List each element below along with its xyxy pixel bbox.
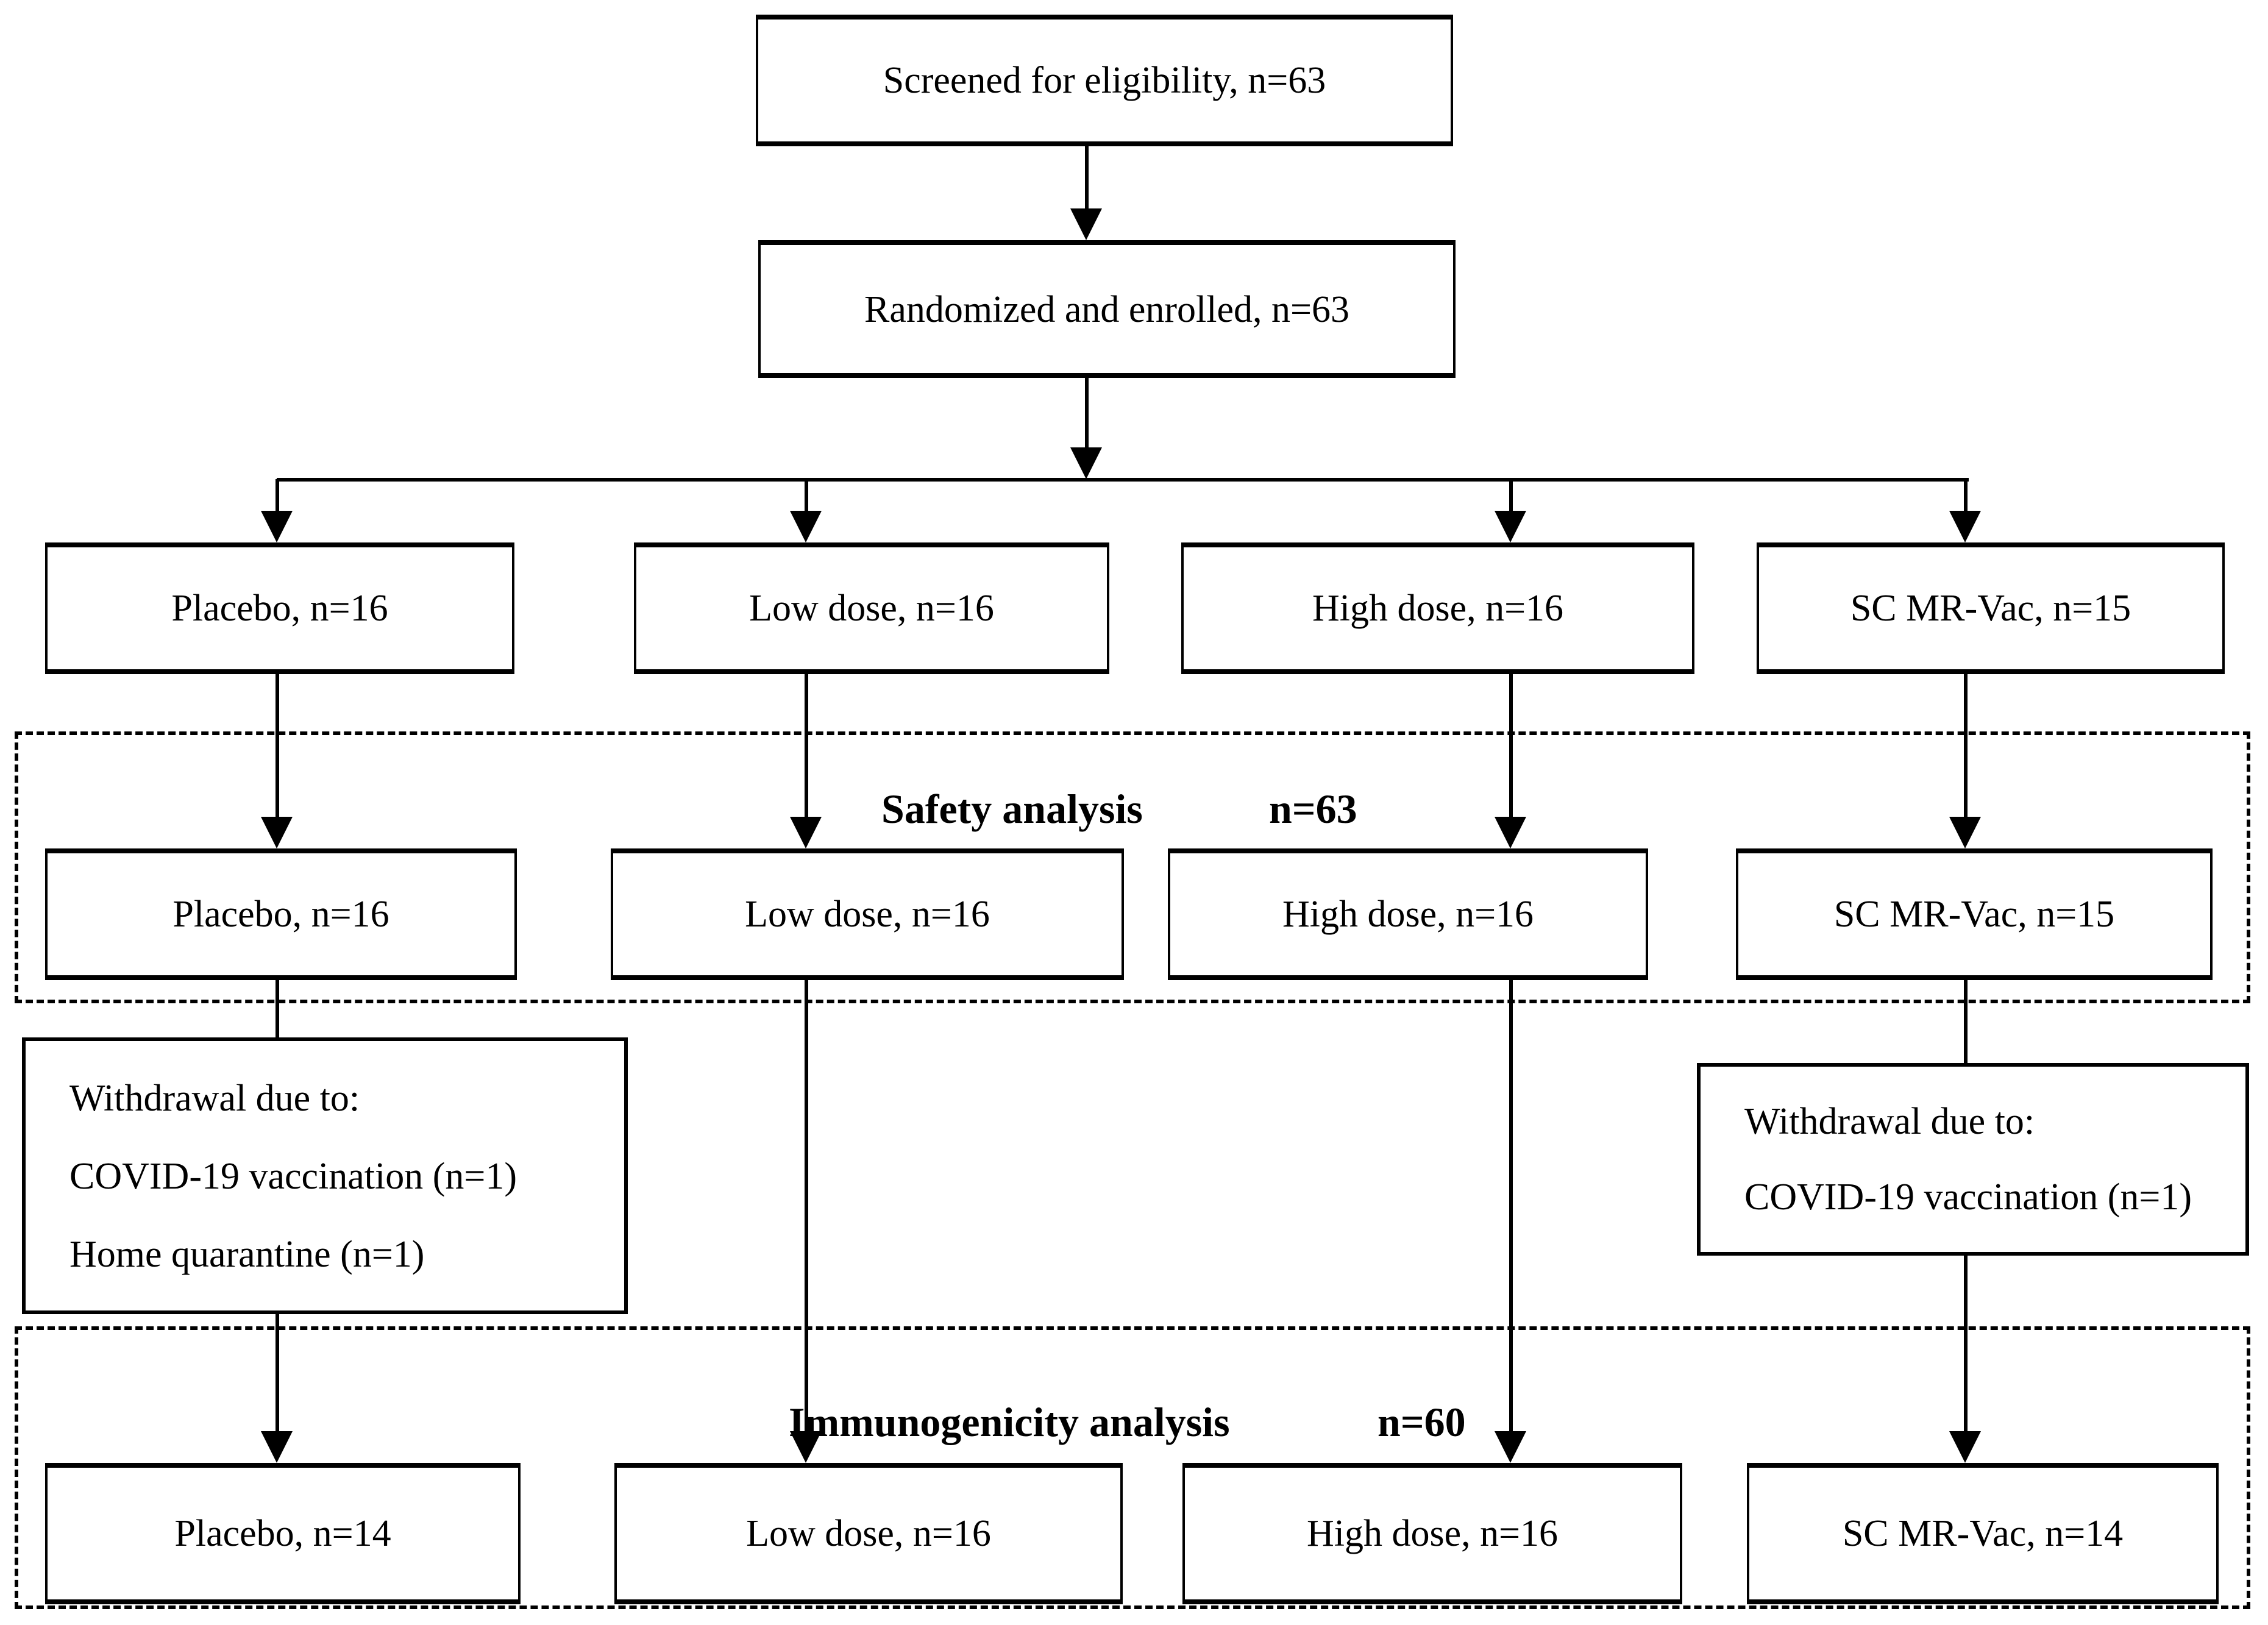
safety-box-sc-mr-vac: SC MR-Vac, n=15 — [1736, 848, 2213, 980]
connector-line — [805, 674, 808, 818]
withdrawal-line: Withdrawal due to: — [69, 1076, 360, 1119]
arrow-down-icon — [1070, 208, 1102, 240]
arrow-down-icon — [1495, 817, 1526, 848]
arm-box-sc-mr-vac: SC MR-Vac, n=15 — [1757, 542, 2225, 674]
safety-analysis-region — [15, 731, 2250, 1003]
arrow-down-icon — [790, 817, 822, 848]
connector-line — [1509, 479, 1513, 513]
safety-analysis-count: n=63 — [1269, 788, 1357, 833]
arrow-down-icon — [261, 1431, 293, 1463]
connector-line — [276, 980, 279, 1039]
connector-line — [805, 980, 808, 1434]
connector-line — [1085, 146, 1089, 210]
withdrawal-line: Withdrawal due to: — [1744, 1099, 2035, 1142]
connector-line — [1964, 674, 1968, 818]
immunogenicity-box-placebo: Placebo, n=14 — [45, 1463, 521, 1604]
arrow-down-icon — [1949, 817, 1981, 848]
connector-line — [805, 479, 808, 513]
safety-box-placebo: Placebo, n=16 — [45, 848, 517, 980]
withdrawal-line: COVID-19 vaccination (n=1) — [1744, 1175, 2192, 1218]
connector-line — [276, 674, 279, 818]
withdrawal-left-box: Withdrawal due to: COVID-19 vaccination … — [22, 1037, 628, 1314]
withdrawal-line: COVID-19 vaccination (n=1) — [69, 1154, 517, 1197]
connector-line — [1964, 479, 1968, 513]
arrow-down-icon — [1495, 511, 1526, 542]
arm-box-high-dose: High dose, n=16 — [1181, 542, 1694, 674]
arm-box-low-dose: Low dose, n=16 — [634, 542, 1109, 674]
arrow-down-icon — [261, 511, 293, 542]
immunogenicity-box-high-dose: High dose, n=16 — [1182, 1463, 1682, 1604]
screened-box: Screened for eligibility, n=63 — [756, 15, 1453, 146]
withdrawal-line: Home quarantine (n=1) — [69, 1232, 425, 1275]
safety-analysis-label: Safety analysis — [881, 788, 1143, 833]
connector-line — [1964, 1256, 1968, 1434]
randomized-box: Randomized and enrolled, n=63 — [758, 240, 1456, 378]
arrow-down-icon — [1949, 1431, 1981, 1463]
arrow-down-icon — [261, 817, 293, 848]
connector-line — [276, 1314, 279, 1434]
arrow-down-icon — [1949, 511, 1981, 542]
branch-line — [277, 478, 1969, 482]
immunogenicity-analysis-label: Immunogenicity analysis — [789, 1401, 1230, 1446]
immunogenicity-analysis-region — [15, 1326, 2250, 1609]
connector-line — [1509, 980, 1513, 1434]
immunogenicity-box-low-dose: Low dose, n=16 — [614, 1463, 1123, 1604]
arrow-down-icon — [1070, 447, 1102, 479]
connector-line — [1964, 980, 1968, 1063]
arrow-down-icon — [790, 511, 822, 542]
connector-line — [276, 479, 279, 513]
connector-line — [1509, 674, 1513, 818]
safety-box-low-dose: Low dose, n=16 — [611, 848, 1124, 980]
arrow-down-icon — [1495, 1431, 1526, 1463]
immunogenicity-box-sc-mr-vac: SC MR-Vac, n=14 — [1747, 1463, 2219, 1604]
immunogenicity-analysis-count: n=60 — [1378, 1401, 1466, 1446]
arm-box-placebo: Placebo, n=16 — [45, 542, 514, 674]
withdrawal-right-box: Withdrawal due to: COVID-19 vaccination … — [1697, 1063, 2249, 1256]
connector-line — [1085, 378, 1089, 449]
safety-box-high-dose: High dose, n=16 — [1168, 848, 1648, 980]
arrow-down-icon — [790, 1431, 822, 1463]
